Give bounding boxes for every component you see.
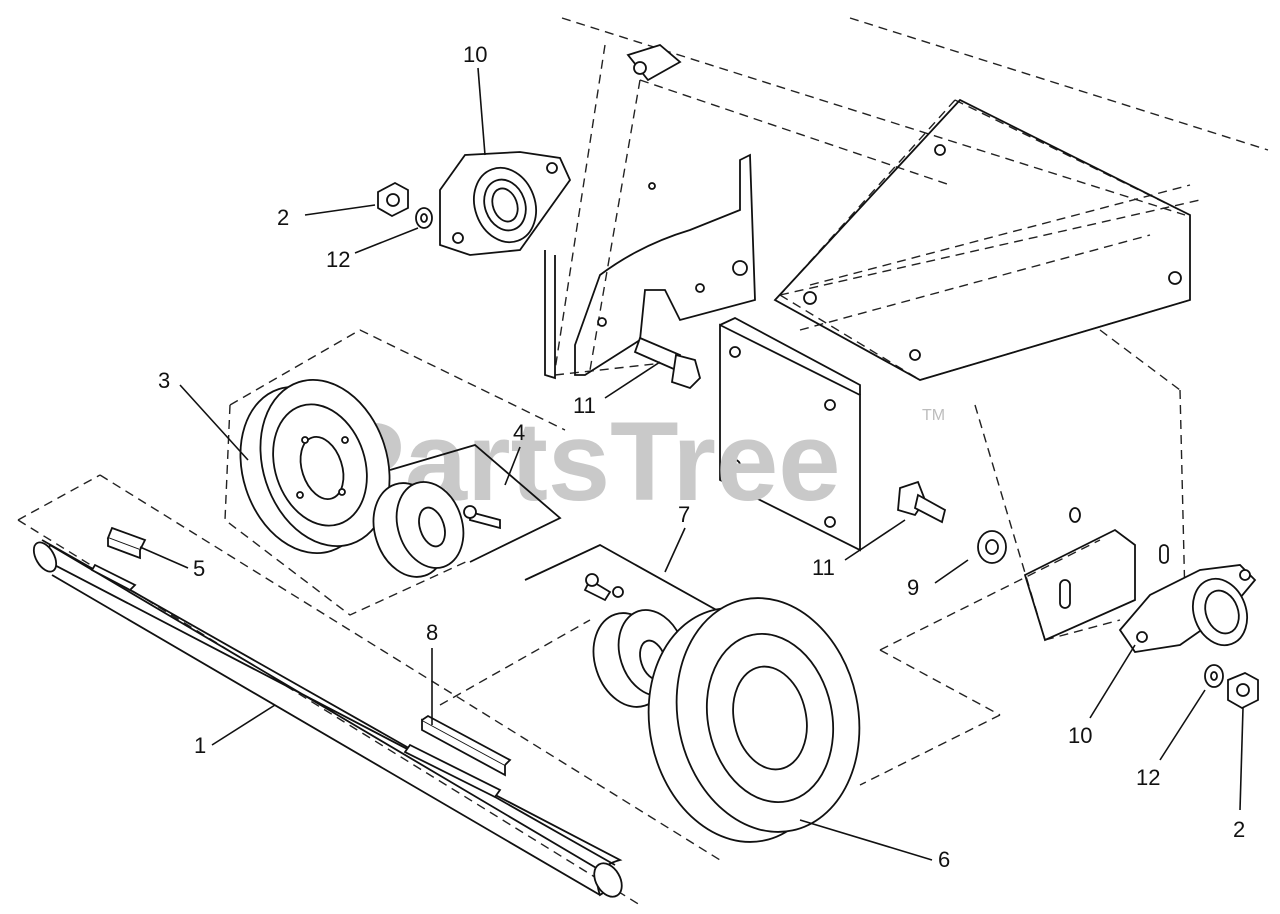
washer-lower-part-12 [1204,664,1224,688]
callout-2-upper: 2 [277,205,289,230]
callout-11-upper: 11 [573,393,596,418]
callout-11-lower: 11 [812,555,835,580]
washer-upper-part-12 [415,207,433,229]
nut-upper-part-2 [377,181,409,218]
callout-1: 1 [194,733,206,758]
callout-12-lower: 12 [1136,765,1160,790]
key-part-5 [106,526,147,560]
washer-part-9 [977,530,1007,564]
callout-7: 7 [678,502,690,527]
callout-6: 6 [938,847,950,872]
callout-labels: 10 2 12 3 4 5 1 8 7 6 11 11 9 10 12 2 [158,42,1245,872]
bearing-lower-part-10 [1118,564,1257,653]
mounting-plate [719,316,861,552]
right-frame-plate [773,98,1191,381]
callout-8: 8 [426,620,438,645]
bolt-upper-part-11 [633,336,702,390]
lower-right-bracket [1023,507,1169,642]
bolt-lower-part-11 [897,480,947,524]
side-bracket [544,43,756,380]
callout-2-lower: 2 [1233,817,1245,842]
callout-3: 3 [158,368,170,393]
hub-part-4 [372,443,562,578]
pulley-part-6 [439,597,861,843]
leader-lines [139,67,1244,861]
pulley-part-3 [224,329,566,616]
watermark-trademark: TM [922,407,945,424]
callout-10-lower: 10 [1068,723,1092,748]
callout-5: 5 [193,556,205,581]
shaft-part-1 [17,474,721,906]
bearing-upper-part-10 [439,151,572,256]
nut-lower-part-2 [1227,672,1259,710]
key-part-8 [421,714,512,777]
callout-9: 9 [907,575,919,600]
callout-12-upper: 12 [326,247,350,272]
callout-10-upper: 10 [463,42,487,67]
callout-4: 4 [513,420,525,445]
